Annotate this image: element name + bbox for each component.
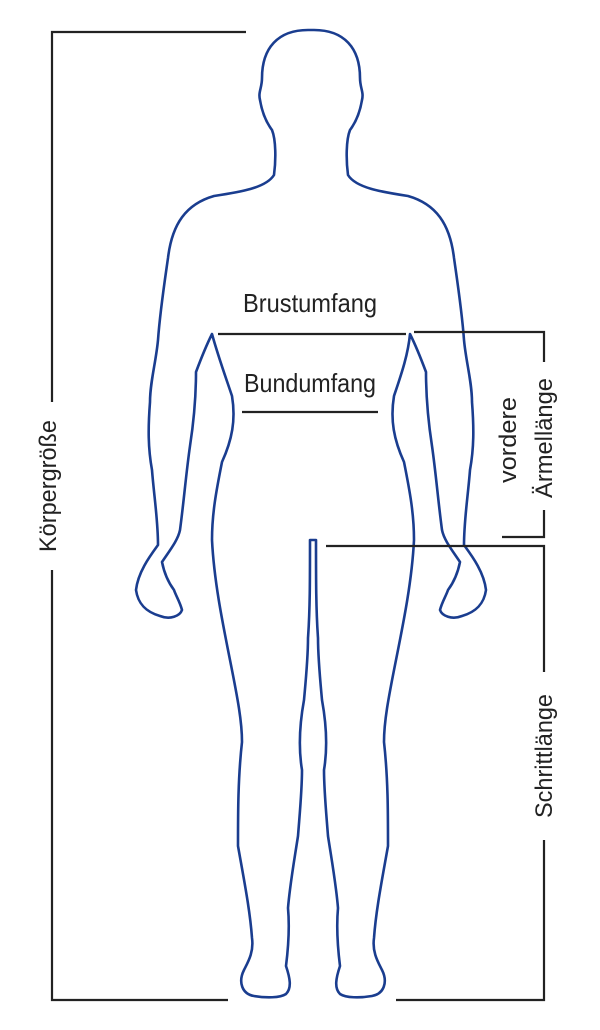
sleeve-label-line1: vordere (495, 397, 522, 483)
chest-label: Brustumfang (243, 288, 377, 318)
sleeve-label-line2: Ärmellänge (531, 378, 558, 498)
inseam-bracket-top (326, 544, 546, 672)
waist-label: Bundumfang (244, 368, 376, 398)
inseam-bracket-bottom (396, 840, 546, 1002)
inseam-label: Schrittlänge (531, 694, 558, 818)
body-outline (134, 28, 488, 999)
body-height-bracket-bottom (50, 570, 228, 1002)
measurement-lines (50, 30, 546, 1002)
body-height-bracket-top (50, 30, 246, 402)
sleeve-bracket (414, 330, 546, 539)
body-height-label: Körpergröße (35, 420, 62, 552)
